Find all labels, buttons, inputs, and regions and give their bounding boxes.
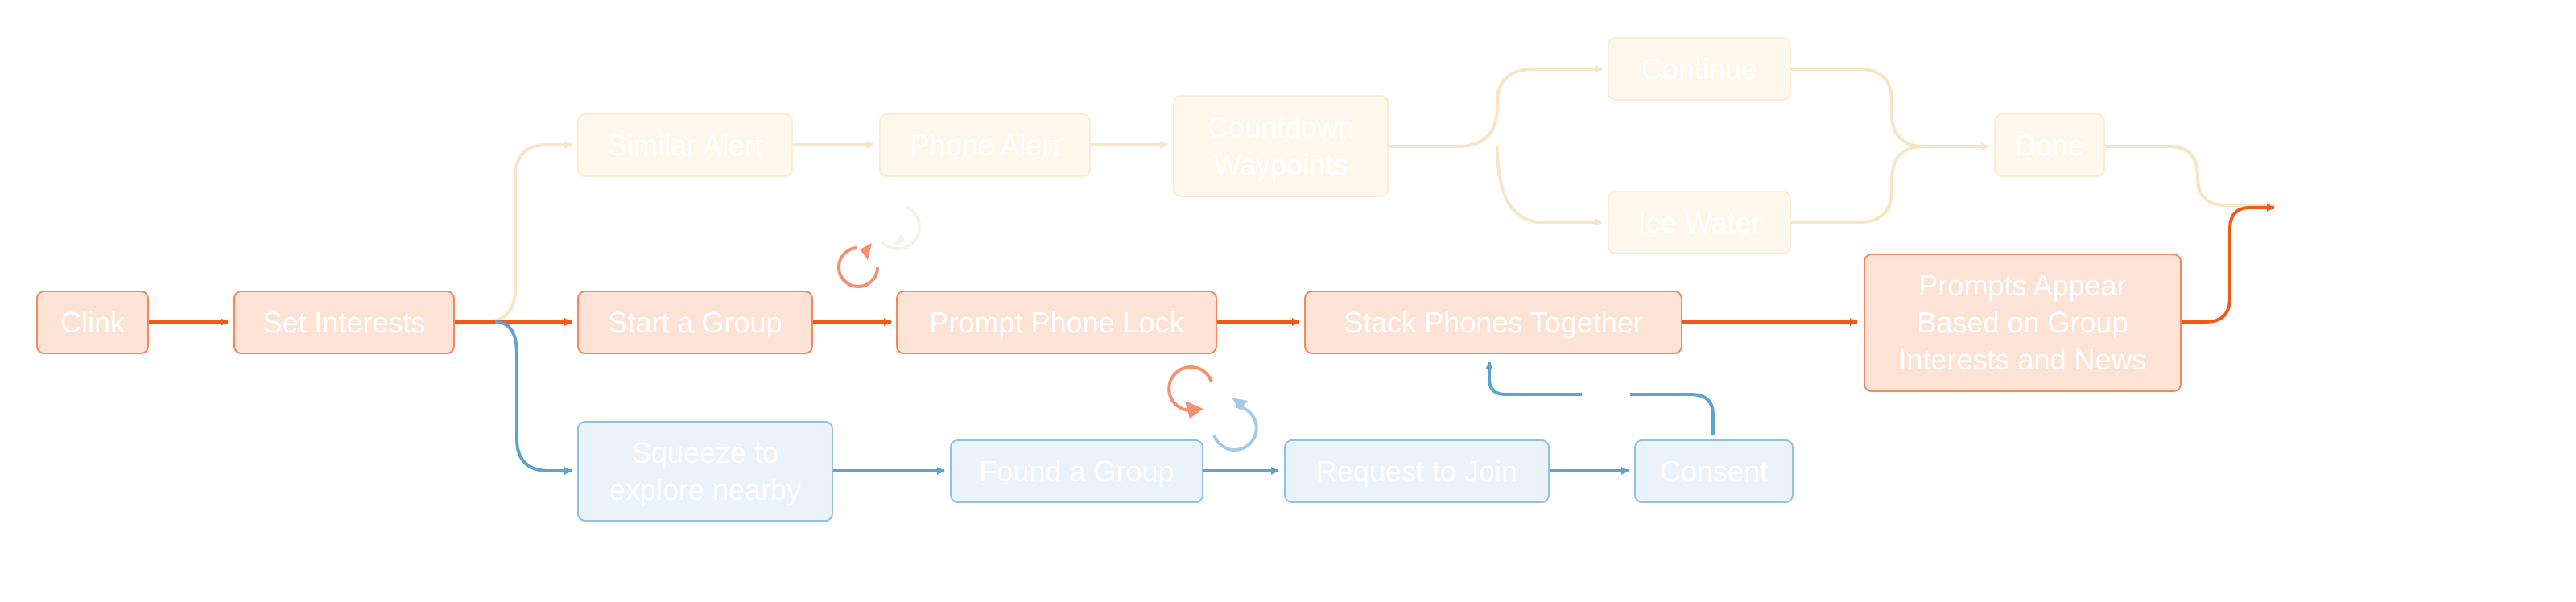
connector-continue-to-done: [1791, 68, 1989, 150]
node-start-a-group[interactable]: Start a Group: [577, 291, 813, 354]
node-done[interactable]: Done: [1994, 113, 2105, 177]
node-set-interests[interactable]: Set Interests: [233, 291, 455, 354]
connector-consent-to-stack: [1489, 362, 1715, 435]
node-continue[interactable]: Continue: [1608, 37, 1791, 101]
connector-prompts-to-exit: [2182, 204, 2275, 324]
loop-icon-faded-top: [880, 205, 922, 251]
node-similar-alert[interactable]: Similar Alert: [577, 113, 793, 177]
node-countdown-waypoints[interactable]: Countdown Waypoints: [1173, 95, 1389, 197]
node-found-a-group[interactable]: Found a Group: [950, 439, 1203, 503]
node-clink[interactable]: Clink: [36, 291, 149, 354]
loop-icon-blue-bottom: [1212, 405, 1258, 452]
loop-icon-orange-top: [837, 246, 879, 288]
connector-countdown-to-ice-water: [1496, 146, 1603, 226]
connector-set-interests-to-similar-alert: [451, 141, 572, 324]
node-request-to-join[interactable]: Request to Join: [1284, 439, 1550, 503]
connector-ice-water-to-done: [1791, 145, 1925, 224]
node-prompt-phone-lock[interactable]: Prompt Phone Lock: [896, 291, 1217, 354]
node-ice-water[interactable]: Ice Water: [1608, 191, 1791, 254]
connector-done-to-exit: [2105, 145, 2275, 209]
node-squeeze-to-explore[interactable]: Squeeze to explore nearby: [577, 421, 833, 522]
connector-set-interests-to-squeeze: [494, 320, 572, 475]
loop-icon-orange-bottom: [1167, 365, 1213, 413]
node-prompts-appear[interactable]: Prompts Appear Based on Group Interests …: [1864, 254, 2182, 392]
node-stack-phones-together[interactable]: Stack Phones Together: [1304, 291, 1682, 354]
node-consent[interactable]: Consent: [1634, 439, 1794, 503]
node-phone-alert[interactable]: Phone Alert: [879, 113, 1091, 177]
connector-countdown-to-continue: [1389, 65, 1603, 148]
